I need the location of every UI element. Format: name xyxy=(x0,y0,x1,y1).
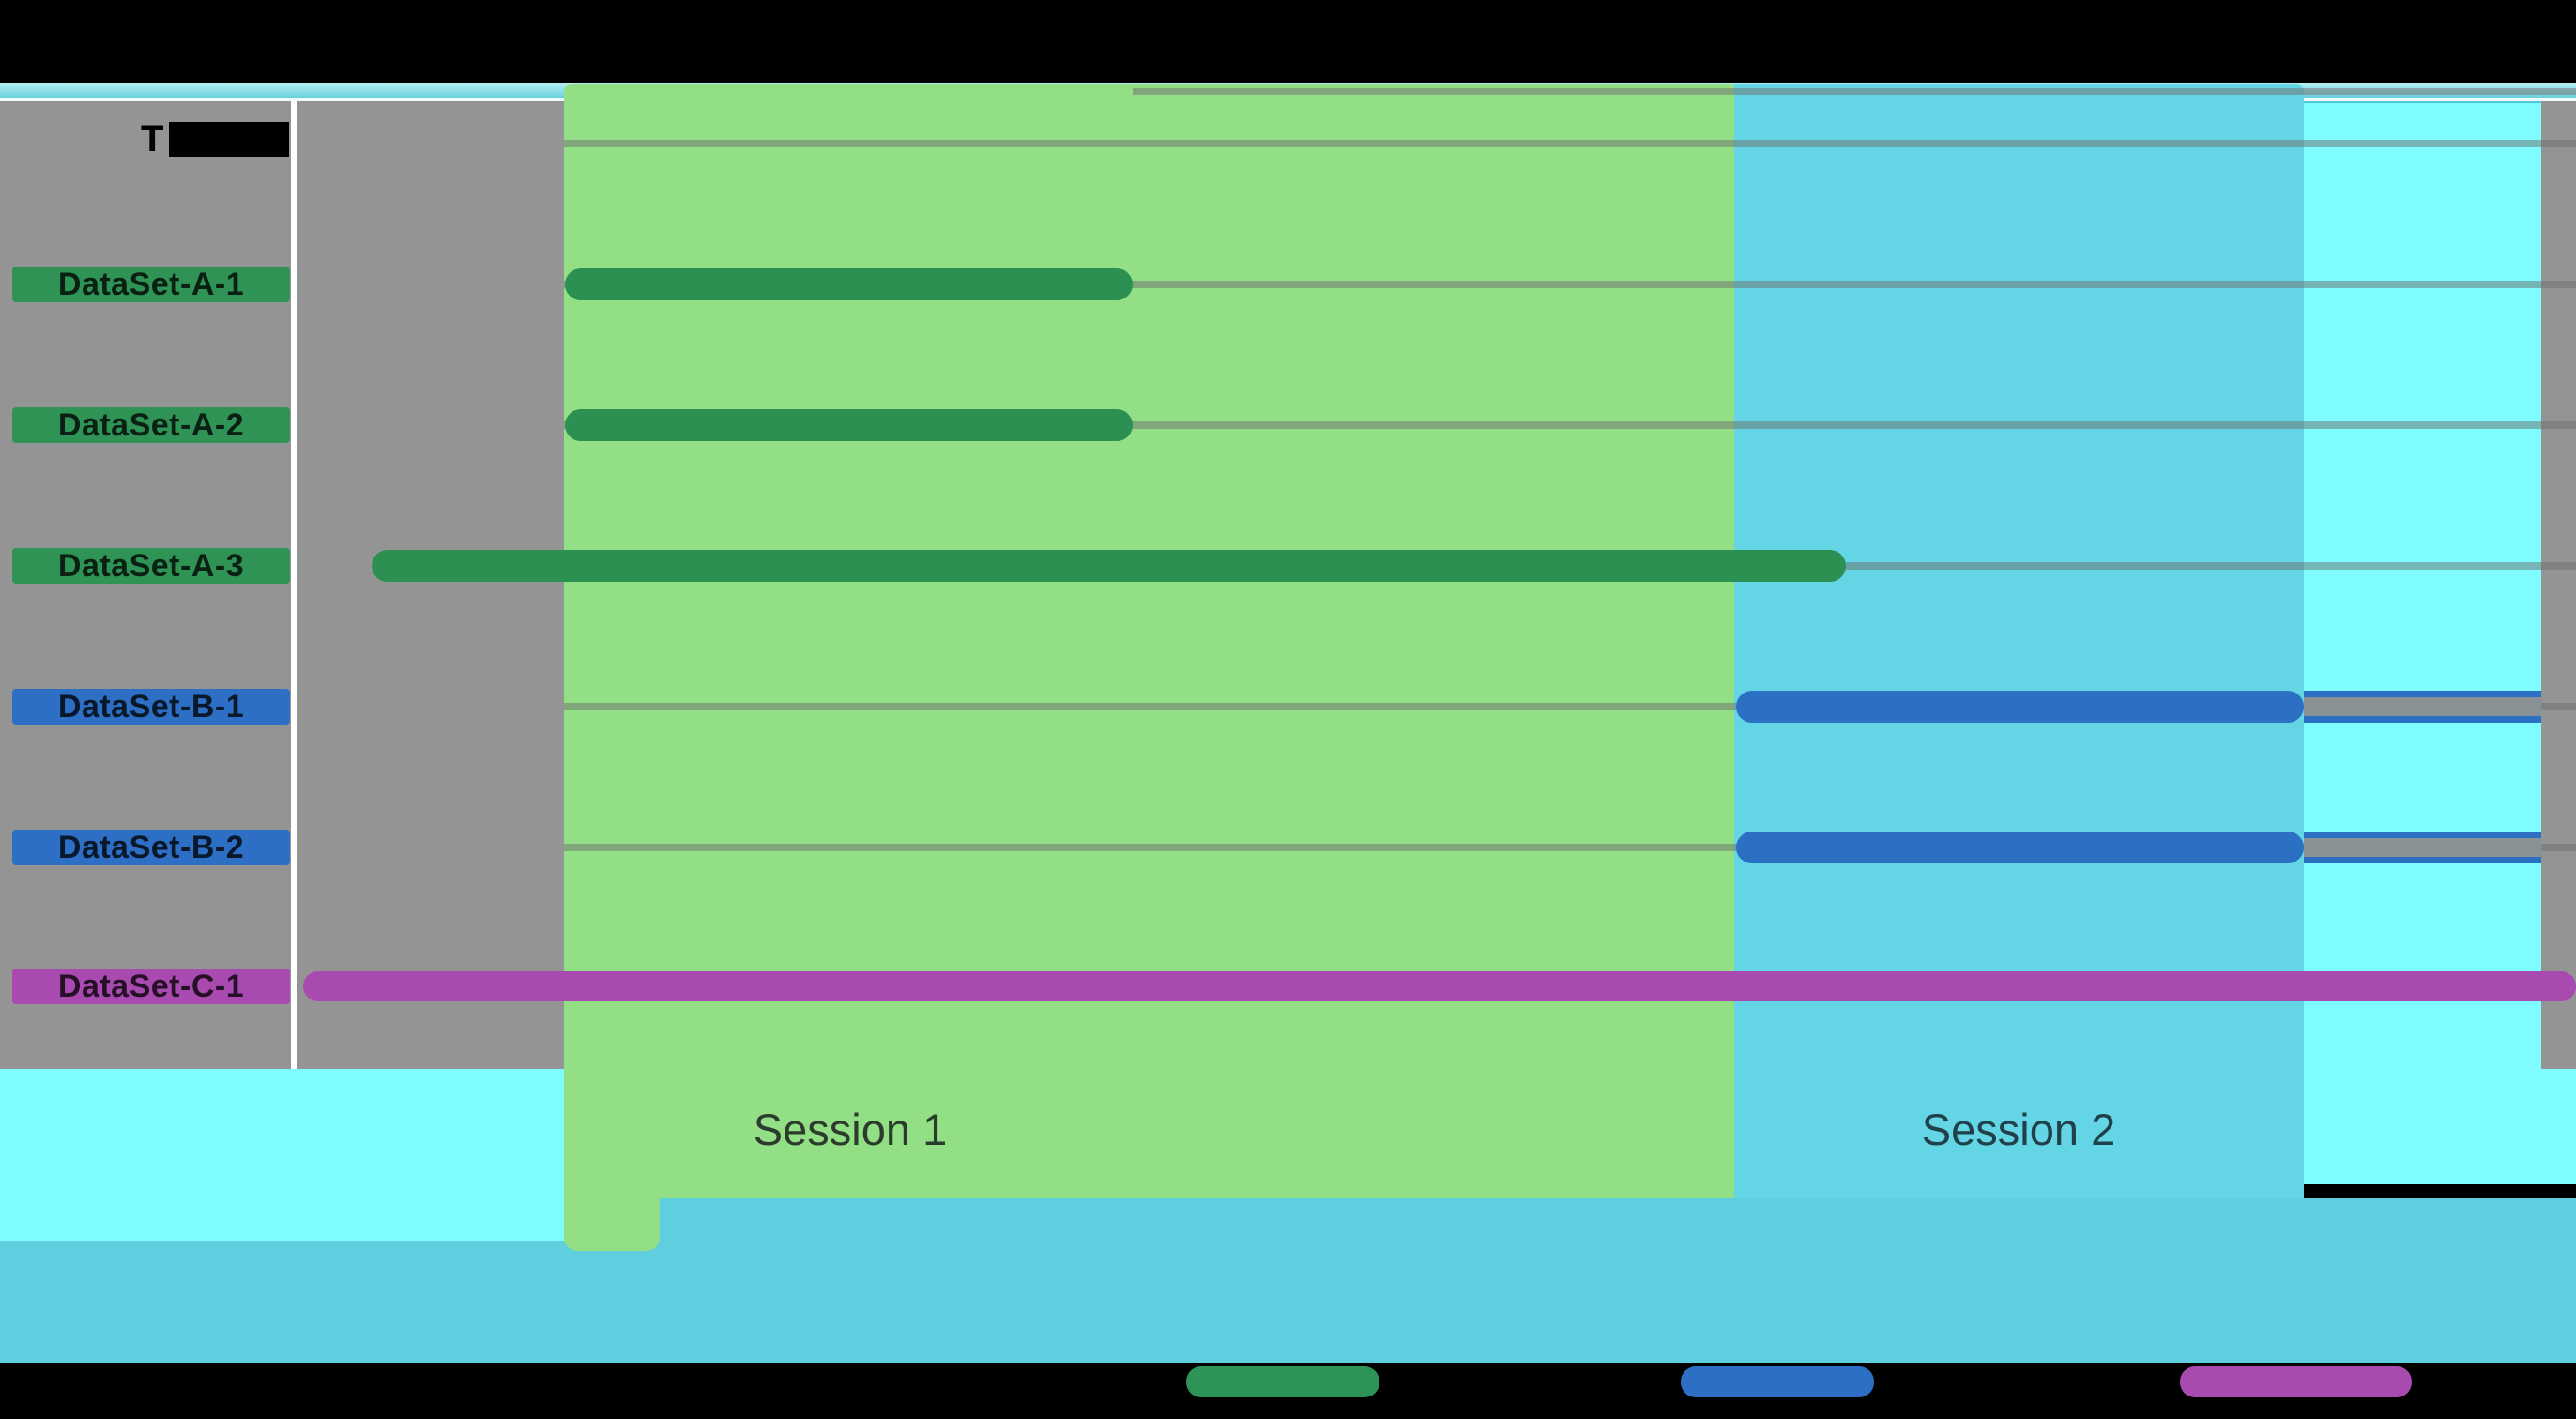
session1-band xyxy=(564,84,1734,1198)
session2-band xyxy=(1734,84,2304,1198)
right-gray-margin xyxy=(2541,101,2576,1069)
row-label-dataset-a-2: DataSet-A-2 xyxy=(12,407,290,443)
task-bar-dataset-b-1[interactable] xyxy=(1736,691,2304,723)
label-panel-divider xyxy=(291,101,297,1069)
session1-label: Session 1 xyxy=(753,1105,948,1154)
row-label-panel xyxy=(0,101,564,1069)
row-label-dataset-a-1: DataSet-A-1 xyxy=(12,267,290,302)
session2-label: Session 2 xyxy=(1921,1105,2116,1154)
legend-label-series-b-redacted xyxy=(1883,1366,2156,1397)
legend-label-series-a-redacted xyxy=(1389,1366,1661,1397)
gridline-row-2 xyxy=(564,421,2576,429)
legend-label-series-c-redacted xyxy=(2421,1366,2571,1397)
row-label-dataset-b-1: DataSet-B-1 xyxy=(12,689,290,725)
task-bar-dataset-b-2[interactable] xyxy=(1736,832,2304,863)
row-label-text: DataSet-A-1 xyxy=(57,266,245,302)
gridline-row-4 xyxy=(564,703,2576,710)
chart-title-visible-letter: T xyxy=(141,118,164,160)
task-bar-dataset-c-1[interactable] xyxy=(303,971,2576,1001)
session1-top-highlight-block xyxy=(565,86,1133,141)
row-label-text: DataSet-A-2 xyxy=(57,406,245,443)
task-bar-dataset-a-2[interactable] xyxy=(565,409,1133,441)
legend-swatch-series-a[interactable] xyxy=(1186,1366,1379,1397)
row-label-dataset-b-2: DataSet-B-2 xyxy=(12,830,290,865)
row-label-text: DataSet-B-2 xyxy=(57,829,245,865)
gridline-row-5 xyxy=(564,844,2576,851)
chart-title-redacted-box xyxy=(169,122,289,157)
session1-band-corner-stub xyxy=(564,1164,660,1251)
row-label-text: DataSet-A-3 xyxy=(57,547,245,584)
row-label-text: DataSet-B-1 xyxy=(57,688,245,725)
task-bar-dataset-b-1-outline-segment[interactable] xyxy=(2304,691,2541,723)
plot-top-border xyxy=(1133,88,2576,95)
right-bright-cyan-band xyxy=(2304,103,2576,1184)
bottom-left-bright-cyan-panel xyxy=(0,1069,568,1241)
task-bar-dataset-a-3[interactable] xyxy=(372,550,1846,582)
row-label-dataset-c-1: DataSet-C-1 xyxy=(12,969,290,1004)
row-label-dataset-a-3: DataSet-A-3 xyxy=(12,548,290,584)
legend-swatch-series-c[interactable] xyxy=(2180,1366,2412,1397)
gridline-row-1 xyxy=(564,281,2576,288)
row-label-text: DataSet-C-1 xyxy=(57,968,245,1004)
gridline-row-title xyxy=(564,140,2576,147)
legend-swatch-series-b[interactable] xyxy=(1681,1366,1874,1397)
task-bar-dataset-b-2-outline-segment[interactable] xyxy=(2304,832,2541,863)
task-bar-dataset-a-1[interactable] xyxy=(565,268,1133,300)
